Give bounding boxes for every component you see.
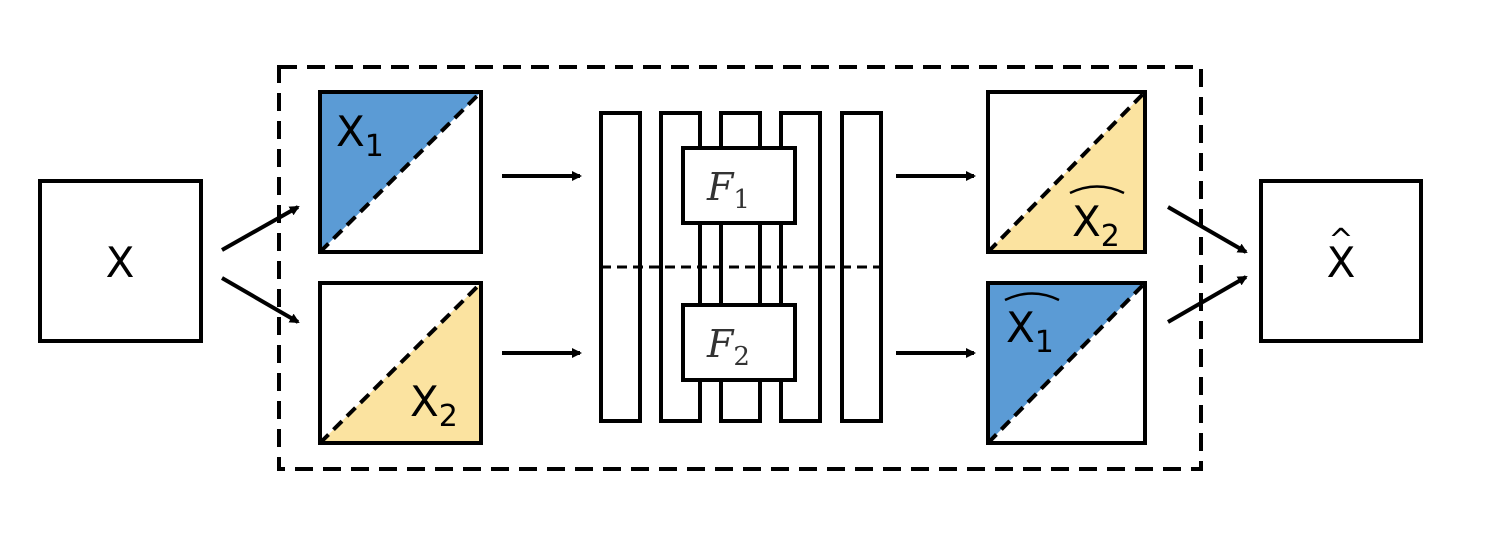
recon1-blue-triangle bbox=[988, 283, 1145, 443]
part1-blue-triangle bbox=[320, 92, 481, 252]
part2-label-sub: 2 bbox=[439, 399, 458, 434]
input-label: X bbox=[106, 238, 135, 287]
svg-text:F1: F1 bbox=[706, 165, 750, 215]
module-f2: F2 bbox=[681, 303, 797, 382]
recon2-yellow-triangle bbox=[988, 92, 1145, 252]
recon2-hat bbox=[1069, 185, 1125, 195]
output-box: ^ X bbox=[1259, 179, 1423, 343]
arrow-input-to-part1 bbox=[221, 205, 300, 252]
split-part1-box: X1 bbox=[318, 90, 483, 254]
input-box: X bbox=[38, 179, 203, 343]
output-label: X bbox=[1327, 238, 1356, 287]
part1-label-sub: 1 bbox=[365, 129, 384, 164]
recon2-label-sub: 2 bbox=[1101, 219, 1120, 254]
output-hat: ^ bbox=[1328, 223, 1353, 258]
module-f1: F1 bbox=[681, 146, 797, 225]
recon-part2-box: X2 bbox=[986, 90, 1147, 254]
recon1-label-base: X bbox=[1006, 303, 1035, 352]
part2-yellow-triangle bbox=[320, 283, 481, 443]
recon2-label-base: X bbox=[1072, 197, 1101, 246]
svg-text:F2: F2 bbox=[706, 322, 750, 372]
part2-label-base: X bbox=[410, 377, 439, 426]
svg-text:X1: X1 bbox=[1006, 303, 1054, 360]
dashed-group-frame bbox=[277, 65, 1203, 471]
recon1-hat bbox=[1004, 292, 1060, 302]
arrow-recon2-to-output bbox=[1167, 205, 1248, 254]
f2-label-base: F bbox=[706, 322, 735, 366]
part1-label-base: X bbox=[336, 107, 365, 156]
recon-part1-box: X1 bbox=[986, 281, 1147, 445]
recon1-label-sub: 1 bbox=[1035, 325, 1054, 360]
svg-text:X2: X2 bbox=[410, 377, 458, 434]
f2-label-sub: 2 bbox=[733, 342, 750, 372]
arrow-input-to-part2 bbox=[220, 276, 300, 324]
split-part2-box: X2 bbox=[318, 281, 483, 445]
f1-label-sub: 1 bbox=[733, 185, 750, 215]
f1-label-base: F bbox=[706, 165, 735, 209]
arrow-recon1-to-output bbox=[1167, 275, 1248, 324]
svg-text:X1: X1 bbox=[336, 107, 384, 164]
svg-text:X2: X2 bbox=[1072, 197, 1120, 254]
